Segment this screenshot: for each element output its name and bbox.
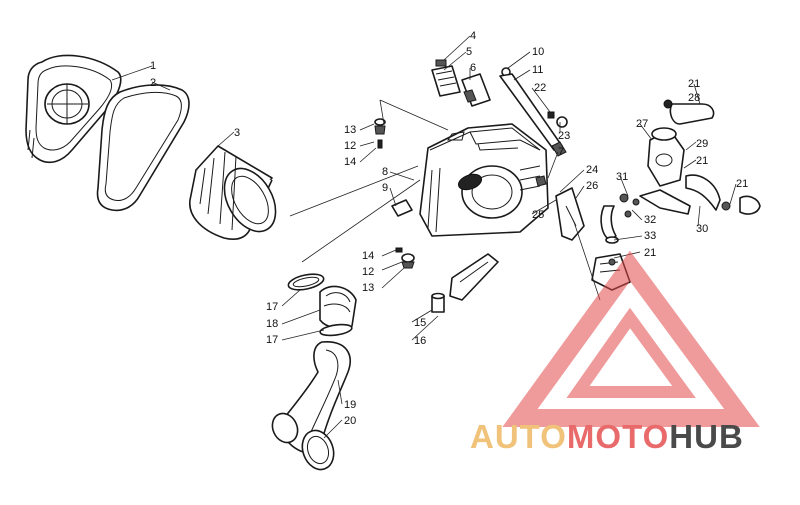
part-label: 6	[470, 62, 476, 74]
part-label: 23	[558, 130, 570, 142]
part-label: 22	[534, 82, 546, 94]
watermark-word-hub: HUB	[669, 418, 744, 455]
watermark-logo: AUTOMOTOHUB	[470, 418, 744, 456]
upper-grommet-hardware	[374, 118, 386, 149]
part-label: 14	[344, 156, 356, 168]
part-number-labels: 1 2 3 4 5 6 7 8 9 10 11 12 12 13 13 14 1…	[150, 30, 748, 427]
part-label: 28	[688, 92, 700, 104]
part-label: 25	[532, 209, 544, 221]
part-label: 7	[558, 146, 564, 158]
part-label: 18	[266, 318, 278, 330]
part-label: 15	[414, 317, 426, 329]
part-label: 2	[150, 77, 156, 89]
part-label: 21	[644, 247, 656, 259]
part-label: 29	[696, 138, 708, 150]
part-label: 11	[532, 64, 543, 76]
strap-screw	[547, 111, 568, 128]
cover-gasket	[96, 84, 190, 212]
part-label: 24	[586, 164, 598, 176]
part-label: 10	[532, 46, 544, 58]
air-filter	[189, 145, 277, 240]
watermark-triangle-icon	[502, 250, 760, 427]
part-label: 8	[382, 166, 388, 178]
part-label: 12	[344, 140, 356, 152]
part-label: 19	[344, 399, 356, 411]
part-label: 14	[362, 250, 374, 262]
part-label: 3	[234, 127, 240, 139]
part-label: 30	[696, 223, 708, 235]
intake-duct	[271, 341, 351, 471]
part-label: 21	[696, 155, 708, 167]
part-label: 32	[644, 214, 656, 226]
part-label: 26	[586, 180, 598, 192]
part-label: 33	[644, 230, 656, 242]
side-bracket	[555, 187, 585, 241]
part-label: 9	[382, 182, 388, 194]
watermark-word-auto: AUTO	[470, 418, 567, 455]
part-label: 31	[616, 171, 628, 183]
part-label: 21	[736, 178, 748, 190]
part-label: 20	[344, 415, 356, 427]
part-label: 13	[344, 124, 356, 136]
breather-valve-assembly	[600, 99, 761, 244]
lower-grommet-hardware	[395, 247, 415, 269]
lower-shield	[449, 253, 499, 301]
part-label: 13	[362, 282, 374, 294]
part-label: 17	[266, 334, 278, 346]
airbox-clip	[391, 199, 413, 217]
drain-tube	[431, 292, 445, 313]
part-label: 27	[636, 118, 648, 130]
part-label: 4	[470, 30, 476, 42]
leader-lines	[111, 35, 737, 439]
part-label: 12	[362, 266, 374, 278]
upper-bracket-assembly	[431, 59, 491, 107]
watermark-word-moto: MOTO	[566, 418, 670, 455]
air-box-body	[419, 123, 549, 237]
air-box-cover	[25, 54, 122, 164]
part-label: 1	[150, 60, 156, 72]
part-label: 16	[414, 335, 426, 347]
intake-boot	[287, 273, 357, 337]
part-label: 21	[688, 78, 700, 90]
part-label: 5	[466, 46, 472, 58]
mounting-strap	[499, 67, 567, 157]
part-label: 17	[266, 301, 278, 313]
